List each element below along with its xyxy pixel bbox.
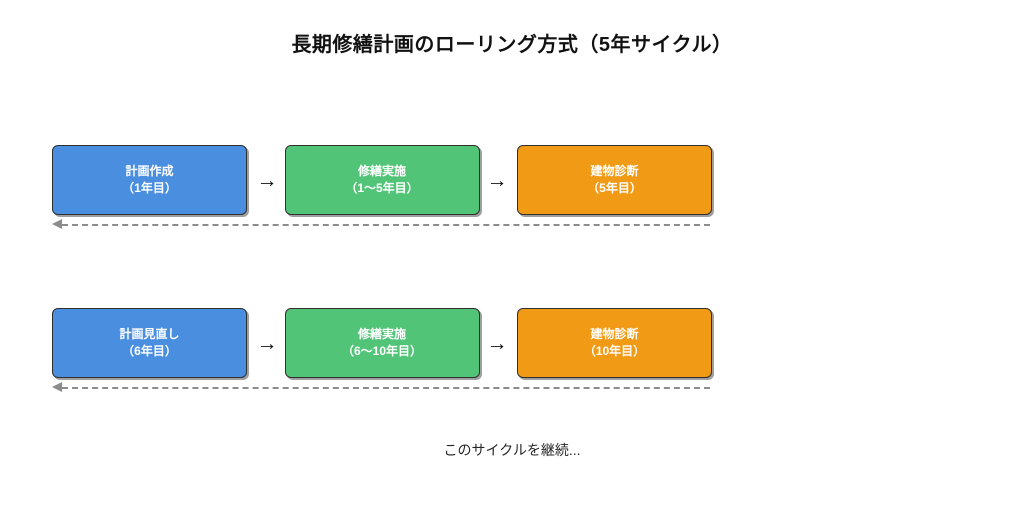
cycle-row-1: 計画作成 （1年目） 修繕実施 （1〜5年目） 建物診断 （5年目） → → bbox=[52, 145, 712, 215]
step-arrow-right-icon: → bbox=[486, 168, 508, 192]
dashed-line bbox=[62, 224, 710, 226]
process-box-repair-execution-1[interactable]: 修繕実施 （1〜5年目） bbox=[284, 145, 480, 215]
process-box-building-diagnosis-2[interactable]: 建物診断 （10年目） bbox=[517, 308, 712, 378]
process-box-group-2: 計画見直し （6年目） 修繕実施 （6〜10年目） 建物診断 （10年目） bbox=[52, 308, 712, 378]
feedback-arrow-cycle-1 bbox=[52, 219, 710, 231]
process-box-period: （1〜5年目） bbox=[345, 181, 419, 195]
process-box-title: 計画見直し bbox=[119, 326, 180, 341]
process-box-repair-execution-2[interactable]: 修繕実施 （6〜10年目） bbox=[284, 308, 480, 378]
cycle-continuation-caption: このサイクルを継続... bbox=[443, 442, 581, 458]
step-arrow-right-icon: → bbox=[256, 168, 278, 192]
step-arrow-right-icon: → bbox=[256, 331, 278, 355]
diagram-title: 長期修繕計画のローリング方式（5年サイクル） bbox=[291, 34, 733, 56]
process-box-title: 計画作成 bbox=[125, 163, 174, 178]
process-box-group-1: 計画作成 （1年目） 修繕実施 （1〜5年目） 建物診断 （5年目） bbox=[52, 145, 712, 215]
feedback-arrow-cycle-2 bbox=[52, 382, 710, 394]
process-box-title: 修繕実施 bbox=[357, 326, 406, 341]
process-box-period: （6年目） bbox=[122, 344, 177, 358]
process-box-plan-revision[interactable]: 計画見直し （6年目） bbox=[52, 308, 247, 378]
process-box-building-diagnosis-1[interactable]: 建物診断 （5年目） bbox=[517, 145, 712, 215]
dashed-line bbox=[62, 387, 710, 389]
arrow-head-left-icon bbox=[52, 219, 62, 229]
arrow-head-left-icon bbox=[52, 382, 62, 392]
process-box-period: （6〜10年目） bbox=[341, 344, 423, 358]
process-box-title: 建物診断 bbox=[590, 326, 639, 341]
process-box-title: 修繕実施 bbox=[357, 163, 406, 178]
process-box-period: （1年目） bbox=[122, 181, 177, 195]
process-box-period: （5年目） bbox=[587, 181, 642, 195]
process-box-period: （10年目） bbox=[583, 344, 646, 358]
process-box-plan-creation[interactable]: 計画作成 （1年目） bbox=[52, 145, 247, 215]
step-arrow-right-icon: → bbox=[486, 331, 508, 355]
cycle-row-2: 計画見直し （6年目） 修繕実施 （6〜10年目） 建物診断 （10年目） → … bbox=[52, 308, 712, 378]
process-box-title: 建物診断 bbox=[590, 163, 639, 178]
